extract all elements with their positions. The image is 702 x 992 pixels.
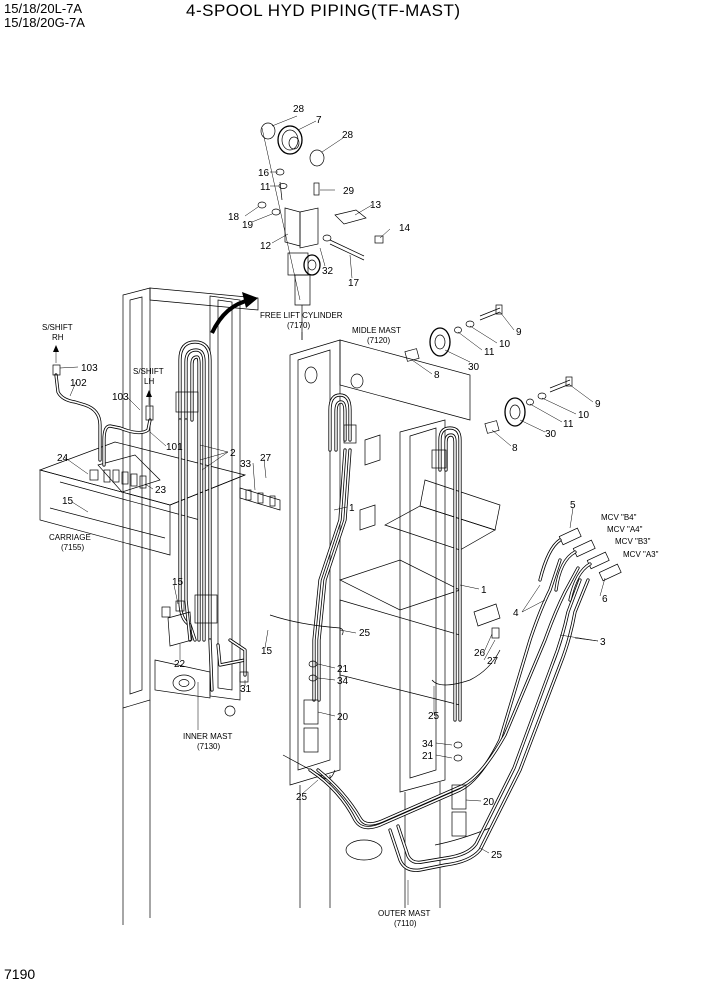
roller-parts: [404, 304, 573, 434]
callout: 21: [422, 751, 434, 762]
callout: 1: [481, 585, 487, 596]
callout-numbers: 28 7 28 16 11 29 13 18 19 14 12 32 17 9 …: [57, 104, 608, 861]
callout: 19: [242, 220, 254, 231]
inner-mast-label: INNER MAST: [183, 732, 232, 741]
callout: 7: [316, 115, 322, 126]
inner-mast-hose-loop: [175, 340, 218, 642]
callout: 20: [483, 797, 495, 808]
page-number: 7190: [4, 966, 36, 982]
callout: 18: [228, 212, 240, 223]
callout: 31: [240, 684, 252, 695]
callout: 15: [172, 577, 184, 588]
callout: 6: [602, 594, 608, 605]
callout: 9: [595, 399, 601, 410]
callout: 5: [570, 500, 576, 511]
callout: 26: [474, 648, 486, 659]
assembly-labels: FREE LIFT CYLINDER (7170) MIDLE MAST (71…: [42, 311, 659, 928]
inner-mast-fittings: [161, 600, 249, 692]
model-code-1: 15/18/20L-7A: [4, 1, 83, 16]
callout: 20: [337, 712, 349, 723]
callout: 16: [258, 168, 270, 179]
callout: 11: [484, 347, 495, 358]
callout: 30: [545, 429, 557, 440]
page-title: 4-SPOOL HYD PIPING(TF-MAST): [186, 1, 461, 20]
callout: 2: [230, 448, 236, 459]
middle-mast-hoses: [312, 393, 462, 722]
callout: 25: [428, 711, 440, 722]
callout: 22: [174, 659, 186, 670]
midle-mast-label: MIDLE MAST: [352, 326, 401, 335]
mcv-b4-label: MCV "B4": [601, 513, 637, 522]
inner-mast-drawing: [122, 287, 259, 925]
callout: 33: [240, 459, 252, 470]
callout: 15: [261, 646, 273, 657]
free-lift-cylinder-parts: [257, 122, 384, 340]
callout: 8: [434, 370, 440, 381]
callout: 103: [112, 392, 129, 403]
callout: 14: [399, 223, 411, 234]
callout: 15: [62, 496, 74, 507]
callout: 103: [81, 363, 98, 374]
outer-mast-label: OUTER MAST: [378, 909, 431, 918]
callout: 25: [359, 628, 371, 639]
callout: 13: [370, 200, 382, 211]
callout: 10: [499, 339, 511, 350]
callout: 28: [342, 130, 354, 141]
shift-valve-block: [52, 364, 161, 493]
callout: 25: [296, 792, 308, 803]
callout: 11: [563, 419, 574, 430]
midle-mast-code: (7120): [367, 336, 390, 345]
mcv-a4-label: MCV "A4": [607, 525, 643, 534]
carriage-drawing: [38, 441, 247, 556]
callout: 10: [578, 410, 590, 421]
leader-lines: [59, 115, 606, 905]
callout: 34: [337, 676, 349, 687]
callout: 34: [422, 739, 434, 750]
callout: 1: [349, 503, 355, 514]
callout: 23: [155, 485, 167, 496]
sshift-lh-side: LH: [144, 377, 154, 386]
clamp-bracket-33: [239, 487, 281, 511]
free-lift-cylinder-label: FREE LIFT CYLINDER: [260, 311, 343, 320]
inner-mast-code: (7130): [197, 742, 220, 751]
callout: 24: [57, 453, 69, 464]
mcv-b3-label: MCV "B3": [615, 537, 651, 546]
callout: 101: [166, 442, 183, 453]
model-code-2: 15/18/20G-7A: [4, 15, 85, 30]
callout: 3: [600, 637, 606, 648]
callout: 12: [260, 241, 272, 252]
callout: 102: [70, 378, 87, 389]
carriage-code: (7155): [61, 543, 84, 552]
callout: 4: [513, 608, 519, 619]
callout: 32: [322, 266, 334, 277]
bottom-piping: [269, 558, 590, 872]
mcv-fittings: [538, 527, 622, 602]
callout: 28: [293, 104, 305, 115]
sshift-rh-label: S/SHIFT: [42, 323, 73, 332]
callout: 30: [468, 362, 480, 373]
carriage-label: CARRIAGE: [49, 533, 91, 542]
mcv-a3-label: MCV "A3": [623, 550, 659, 559]
sshift-lh-label: S/SHIFT: [133, 367, 164, 376]
callout: 27: [487, 656, 499, 667]
callout: 17: [348, 278, 360, 289]
callout: 9: [516, 327, 522, 338]
outer-mast-code: (7110): [394, 919, 417, 928]
callout: 8: [512, 443, 518, 454]
callout: 29: [343, 186, 355, 197]
free-lift-cylinder-code: (7170): [287, 321, 310, 330]
callout: 11: [260, 182, 271, 193]
callout: 27: [260, 453, 272, 464]
callout: 25: [491, 850, 503, 861]
callout: 21: [337, 664, 349, 675]
sshift-rh-side: RH: [52, 333, 64, 342]
